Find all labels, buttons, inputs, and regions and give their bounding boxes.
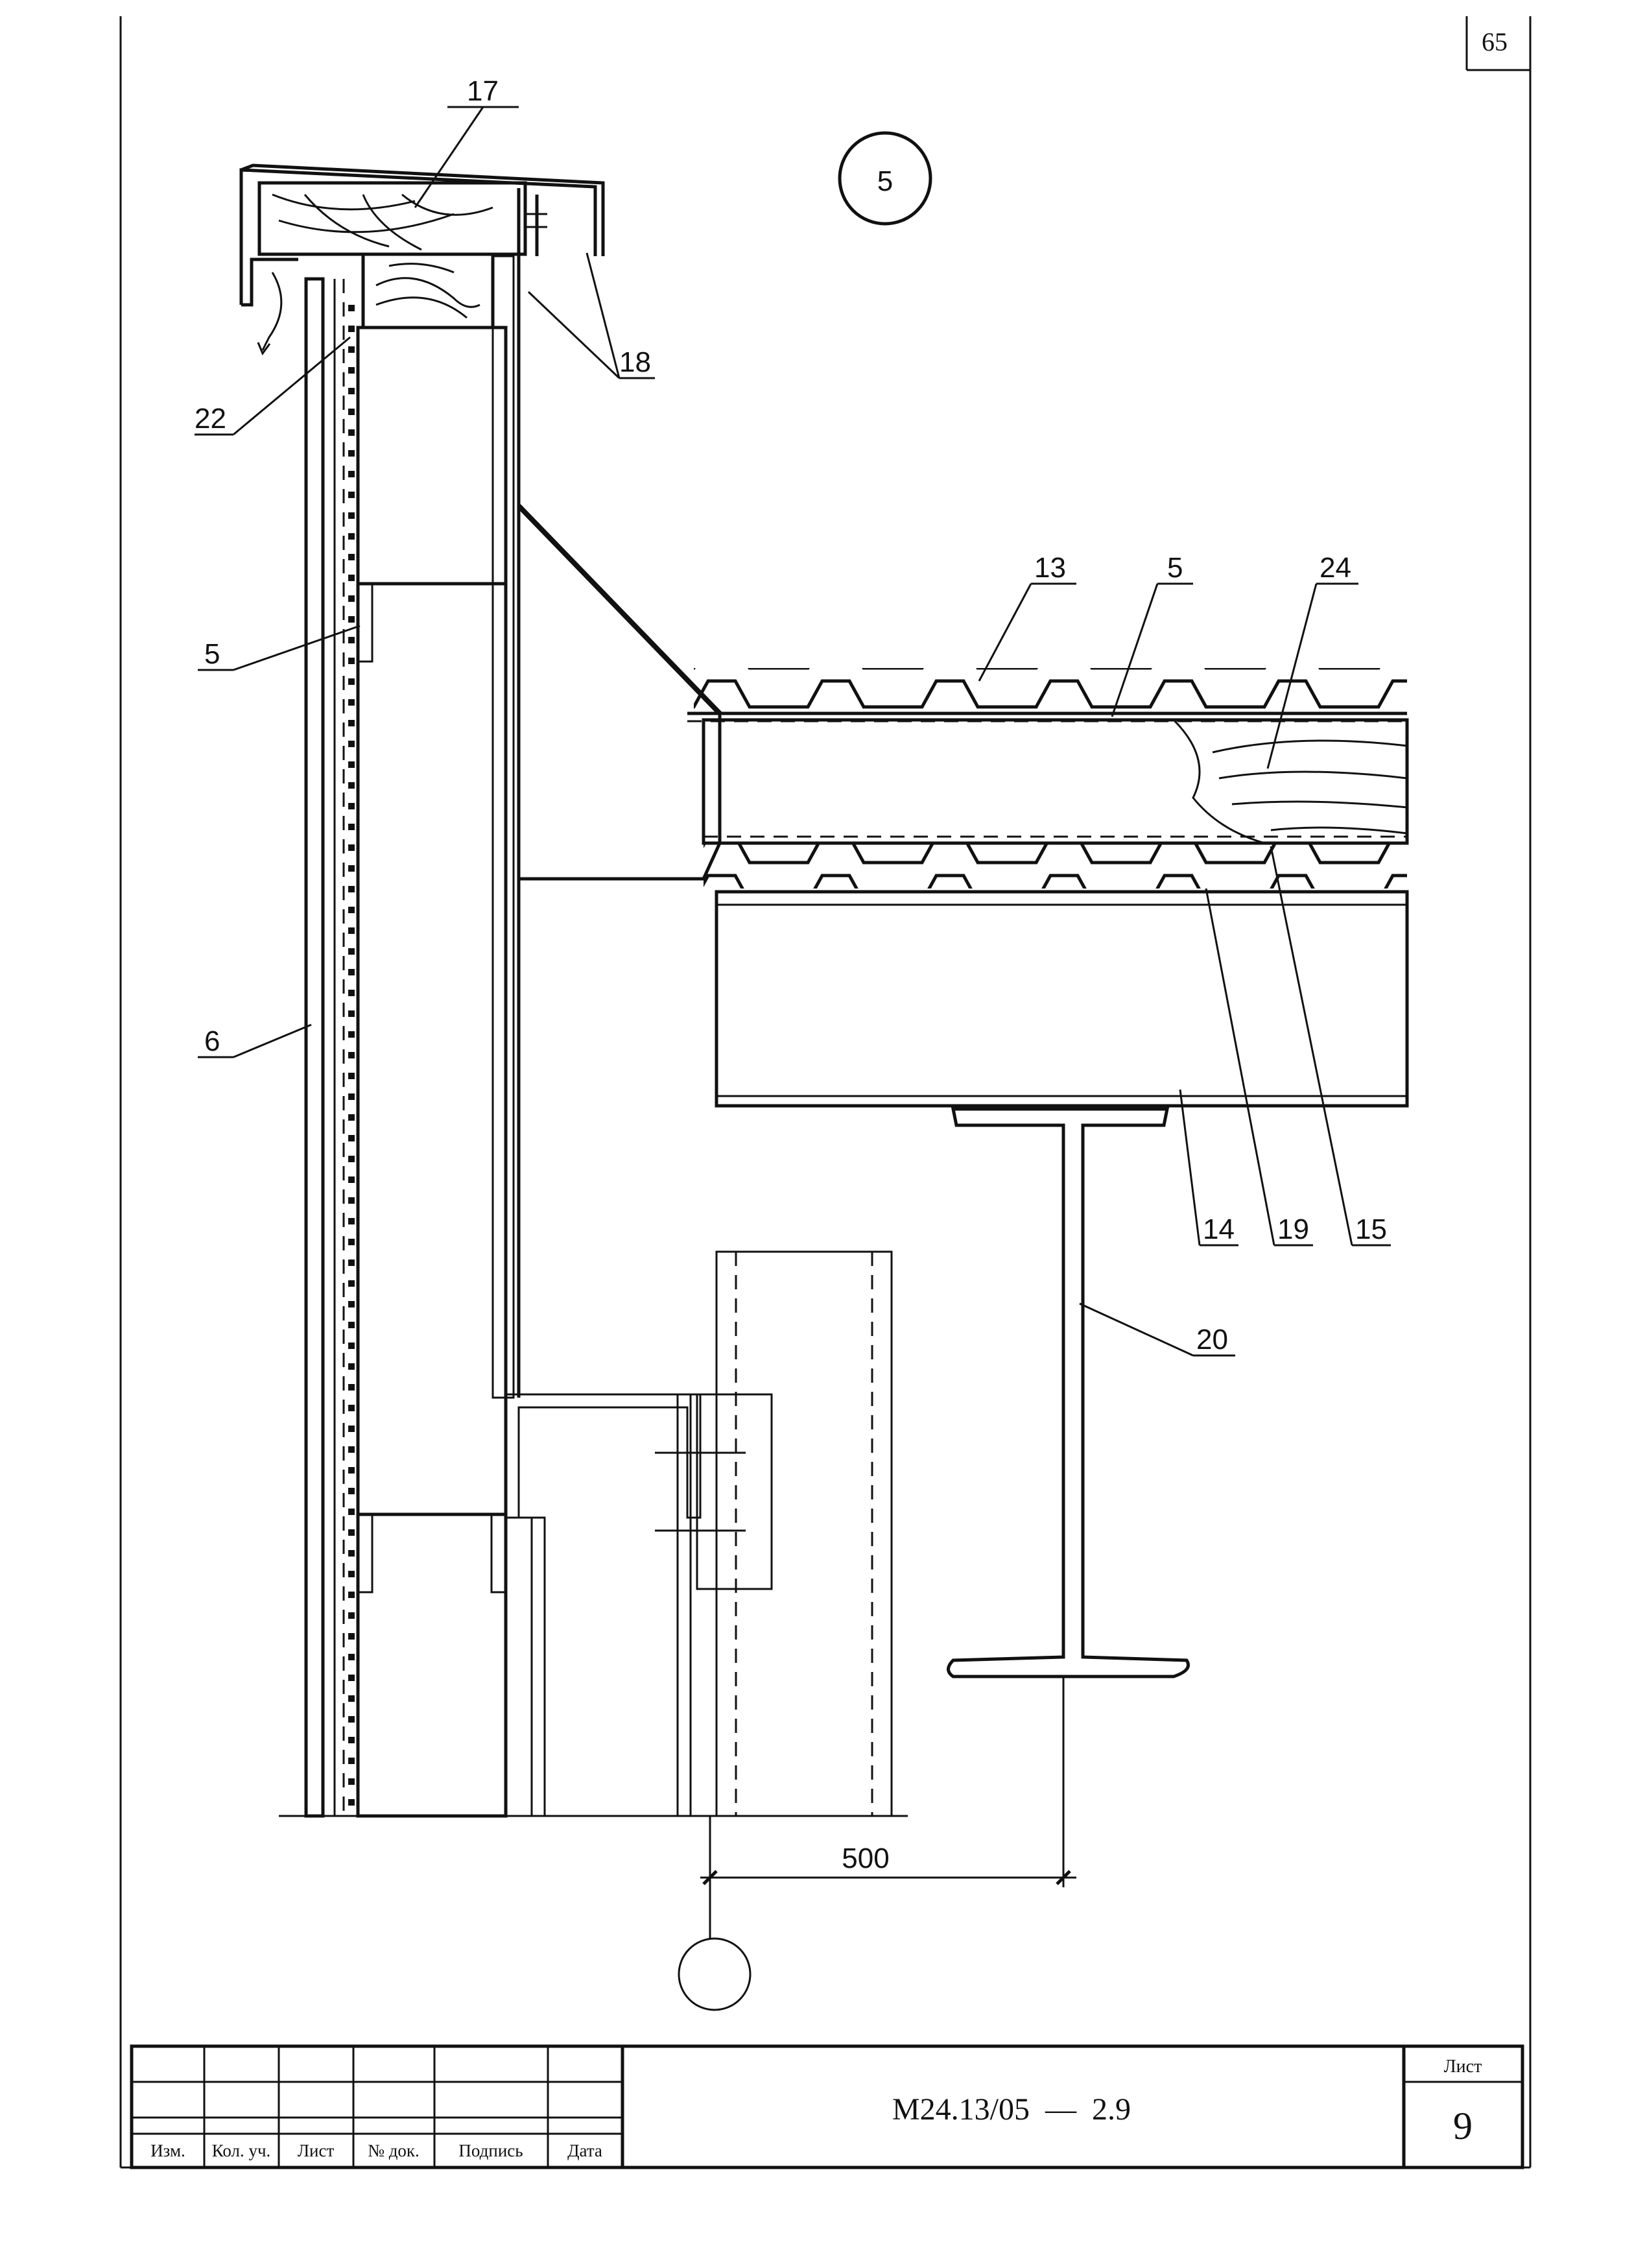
purlin: [715, 890, 1409, 1108]
callout-14: 14: [1203, 1213, 1235, 1245]
title-block: [130, 2044, 1524, 2169]
callout-22: 22: [195, 403, 226, 435]
callout-24: 24: [1320, 552, 1351, 584]
dimension-500: 500: [678, 1677, 1076, 2011]
parapet-cap: [239, 163, 605, 356]
tb-sheet-label: Лист: [1444, 2057, 1482, 2077]
tb-header-izm: Изм.: [150, 2141, 185, 2160]
detail-marker-label: 5: [877, 165, 893, 197]
frame: [119, 16, 1532, 2169]
column: [504, 1250, 893, 1817]
callout-5-wall: 5: [204, 638, 220, 670]
tb-sheet-number: 9: [1453, 2105, 1473, 2147]
callout-15: 15: [1355, 1213, 1387, 1245]
callout-6: 6: [204, 1025, 220, 1057]
wall-assembly: [304, 188, 546, 1818]
tb-header-doc-no: № док.: [368, 2141, 420, 2160]
tb-header-list: Лист: [298, 2141, 335, 2160]
tb-header-kol-uch: Кол. уч.: [212, 2141, 271, 2160]
callout-13: 13: [1034, 552, 1066, 584]
page-number: 65: [1482, 27, 1508, 56]
tb-header-signature: Подпись: [458, 2141, 523, 2160]
callout-19: 19: [1277, 1213, 1309, 1245]
callout-18: 18: [619, 346, 651, 378]
callout-17: 17: [467, 75, 499, 107]
callout-20: 20: [1196, 1324, 1228, 1355]
i-beam: [947, 1107, 1190, 1678]
callout-labels: 17 18 22 5 6 13 5 24 14 19 15 20: [195, 75, 1387, 1355]
callout-leaders: [195, 106, 1391, 1357]
axis-marker: [678, 1937, 752, 2011]
detail-marker: 5: [838, 131, 932, 226]
callout-5-roof: 5: [1167, 552, 1183, 584]
tb-header-date: Дата: [567, 2141, 602, 2160]
dimension-label: 500: [842, 1843, 889, 1874]
roof-assembly: [517, 501, 1409, 889]
tb-designation: М24.13/05 — 2.9: [892, 2092, 1131, 2127]
